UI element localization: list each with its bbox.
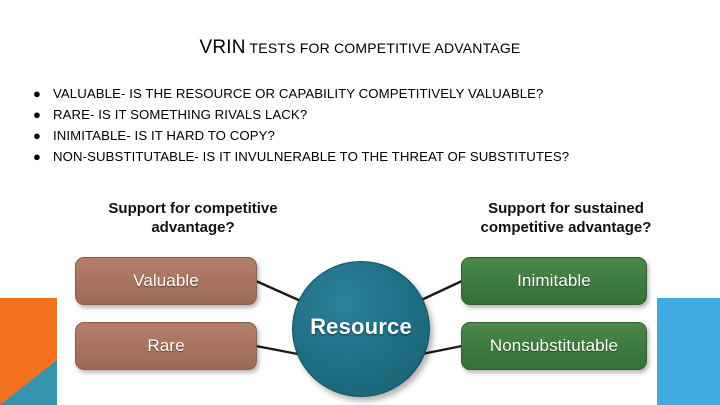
list-item: ● INIMITABLE- IS IT HARD TO COPY? [33, 126, 693, 146]
decoration-bottom-right [657, 298, 720, 405]
bullet-dot-icon: ● [33, 149, 41, 164]
bullet-text: NON-SUBSTITUTABLE- IS IT INVULNERABLE TO… [53, 149, 570, 164]
node-resource[interactable]: Resource [292, 261, 430, 397]
bullet-text: RARE- IS IT SOMETHING RIVALS LACK? [53, 107, 308, 122]
list-item: ● RARE- IS IT SOMETHING RIVALS LACK? [33, 105, 693, 125]
title-emphasis: VRIN [199, 37, 246, 58]
caption-right: Support for sustained competitive advant… [432, 199, 700, 237]
page-title: VRIN TESTS FOR COMPETITIVE ADVANTAGE [0, 37, 720, 59]
caption-left-line2: advantage? [151, 219, 235, 236]
node-valuable[interactable]: Valuable [75, 257, 257, 305]
node-valuable-label: Valuable [133, 271, 199, 290]
caption-right-line2: competitive advantage? [480, 219, 652, 236]
node-nonsubstitutable[interactable]: Nonsubstitutable [461, 322, 647, 370]
caption-right-line1: Support for sustained [488, 200, 644, 217]
bullet-dot-icon: ● [33, 107, 41, 122]
bullet-text: VALUABLE- IS THE RESOURCE OR CAPABILITY … [53, 86, 544, 101]
list-item: ● VALUABLE- IS THE RESOURCE OR CAPABILIT… [33, 84, 693, 104]
node-inimitable[interactable]: Inimitable [461, 257, 647, 305]
node-rare[interactable]: Rare [75, 322, 257, 370]
node-nonsubstitutable-label: Nonsubstitutable [489, 336, 619, 355]
bullet-list: ● VALUABLE- IS THE RESOURCE OR CAPABILIT… [33, 84, 693, 168]
node-resource-label: Resource [310, 314, 412, 339]
caption-left-line1: Support for competitive [108, 200, 278, 217]
bullet-dot-icon: ● [33, 86, 41, 101]
caption-left: Support for competitive advantage? [48, 199, 338, 237]
bullet-text: INIMITABLE- IS IT HARD TO COPY? [53, 128, 275, 143]
decoration-bottom-left [0, 298, 57, 405]
list-item: ● NON-SUBSTITUTABLE- IS IT INVULNERABLE … [33, 147, 693, 167]
node-inimitable-label: Inimitable [517, 271, 591, 290]
title-rest: TESTS FOR COMPETITIVE ADVANTAGE [245, 40, 521, 56]
node-rare-label: Rare [147, 336, 185, 355]
vrin-diagram: Support for competitive advantage? Suppo… [0, 185, 720, 405]
bullet-dot-icon: ● [33, 128, 41, 143]
